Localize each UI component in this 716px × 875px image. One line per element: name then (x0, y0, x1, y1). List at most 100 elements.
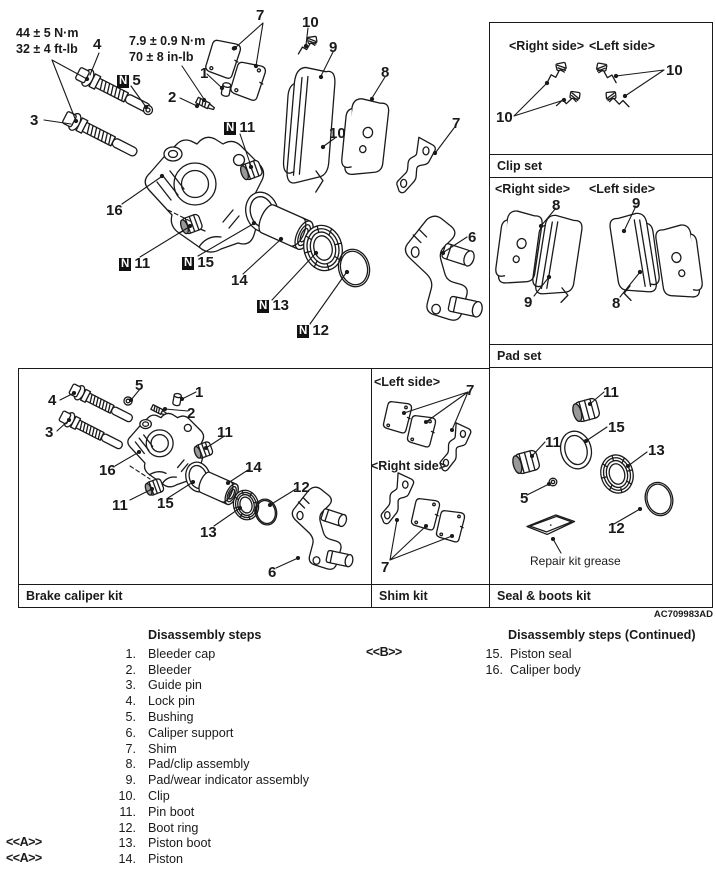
kit-label-6: 6 (268, 564, 277, 581)
step-row: 7.Shim (125, 741, 177, 756)
part-label-9: 9 (329, 39, 338, 56)
pad-set-right-side-label: <Right side> (495, 182, 571, 196)
step-row: 5.Bushing (125, 709, 194, 724)
marker-a-2: <<A>> (6, 851, 42, 865)
brake-caliper-kit-art (57, 381, 355, 570)
torque-line: 44 ± 5 N·m (16, 26, 79, 40)
pad-set-label-9b: 9 (524, 294, 533, 311)
step-row: 3.Guide pin (125, 678, 202, 693)
clip-set-left-side-label: <Left side> (589, 39, 655, 53)
step-row: 8.Pad/clip assembly (125, 757, 250, 772)
shim-kit-caption: Shim kit (372, 584, 489, 607)
n-mark: N (117, 74, 130, 88)
shim-kit-label-7-top: 7 (466, 382, 475, 399)
clip-set-box: Clip set (489, 22, 713, 178)
marker-a-1: <<A>> (6, 835, 42, 849)
brake-caliper-kit-caption: Brake caliper kit (19, 584, 371, 607)
shim-kit-art (380, 392, 472, 560)
n-mark: N (182, 256, 195, 270)
kit-label-13: 13 (200, 524, 217, 541)
part-label-8: 8 (381, 64, 390, 81)
step-row: 16.Caliper body (485, 662, 581, 677)
part-label-2: 2 (168, 89, 177, 106)
shim-kit-box: Shim kit (372, 368, 490, 608)
kit-label-4: 4 (48, 392, 57, 409)
n-mark: N (119, 257, 132, 271)
seal-boots-kit-art (510, 392, 678, 553)
pad-set-label-9: 9 (632, 195, 641, 212)
clip-set-right-side-label: <Right side> (509, 39, 585, 53)
part-label-6: 6 (468, 229, 477, 246)
shim-bracket-art (395, 135, 437, 196)
shim-kit-left-side-label: <Left side> (374, 375, 440, 389)
caliper-body-art (144, 136, 265, 253)
kit-label-2: 2 (187, 405, 196, 422)
repair-kit-grease-label: Repair kit grease (530, 554, 621, 568)
seal-kit-label-13: 13 (648, 442, 665, 459)
part-label-10: 10 (302, 14, 319, 31)
clip-set-caption: Clip set (490, 154, 712, 177)
torque-line: 32 ± 4 ft-lb (16, 41, 78, 56)
main-leader-lines (44, 23, 467, 324)
kit-label-16: 16 (99, 462, 116, 479)
step-row: 15.Piston seal (485, 646, 572, 661)
seal-boots-kit-caption: Seal & boots kit (490, 584, 712, 607)
part-label-3: 3 (30, 112, 39, 129)
torque-line: 70 ± 8 in-lb (129, 49, 194, 64)
part-label-4: 4 (93, 36, 102, 53)
seal-kit-label-11b: 11 (545, 434, 561, 451)
step-row: 2.Bleeder (125, 662, 192, 677)
step-row: 13.Piston boot (118, 836, 212, 851)
disassembly-steps-continued-title: Disassembly steps (Continued) (508, 628, 696, 642)
disassembly-steps-title: Disassembly steps (148, 628, 262, 642)
part-label-14: 14 (231, 272, 248, 289)
figure-code: AC709983AD (653, 609, 713, 620)
n-mark: N (297, 324, 310, 338)
shim-kit-right-side-label: <Right side> (371, 459, 447, 473)
step-row: 6.Caliper support (125, 725, 234, 740)
step-row: 10.Clip (118, 788, 170, 803)
lock-pin-art (73, 64, 154, 118)
seal-kit-label-11: 11 (603, 384, 619, 401)
clip-set-label-10-left: 10 (496, 109, 513, 126)
n-mark: N (224, 121, 237, 135)
clip-set-art (514, 61, 664, 116)
kit-label-11: 11 (217, 424, 233, 441)
kit-label-12: 12 (293, 479, 310, 496)
kit-label-5: 5 (135, 377, 144, 394)
step-row: 12.Boot ring (118, 820, 199, 835)
seal-kit-label-12: 12 (608, 520, 625, 537)
disassembly-steps-rows: 1.Bleeder cap 2.Bleeder 3.Guide pin 4.Lo… (100, 647, 309, 868)
part-label-7: 7 (256, 7, 265, 24)
kit-label-3: 3 (45, 424, 54, 441)
torque-note-bleeder: 7.9 ± 0.9 N·m 70 ± 8 in-lb (129, 34, 205, 65)
pad-set-left-side-label: <Left side> (589, 182, 655, 196)
step-row: 1.Bleeder cap (125, 646, 216, 661)
main-exploded-art (44, 23, 485, 324)
disassembly-steps-continued-rows: 15.Piston seal 16.Caliper body (478, 647, 696, 679)
seal-kit-label-15: 15 (608, 419, 625, 436)
shim-kit-label-7-bottom: 7 (381, 559, 390, 576)
step-row: 9.Pad/wear indicator assembly (125, 773, 309, 788)
clip-set-label-10-right: 10 (666, 62, 683, 79)
part-label-7b: 7 (452, 115, 461, 132)
marker-b: <<B>> (366, 645, 402, 659)
n-mark: N (257, 299, 270, 313)
step-row: 14.Piston (118, 852, 184, 867)
part-label-1: 1 (200, 65, 209, 82)
part-label-10b: 10 (329, 125, 346, 142)
disassembly-steps-list: Disassembly steps 1.Bleeder cap 2.Bleede… (100, 628, 309, 868)
seal-kit-label-5: 5 (520, 490, 529, 507)
kit-label-1: 1 (195, 384, 204, 401)
step-row: 4.Lock pin (125, 694, 195, 709)
kit-label-15: 15 (157, 495, 174, 512)
torque-line: 7.9 ± 0.9 N·m (129, 34, 206, 48)
kit-label-14: 14 (245, 459, 262, 476)
